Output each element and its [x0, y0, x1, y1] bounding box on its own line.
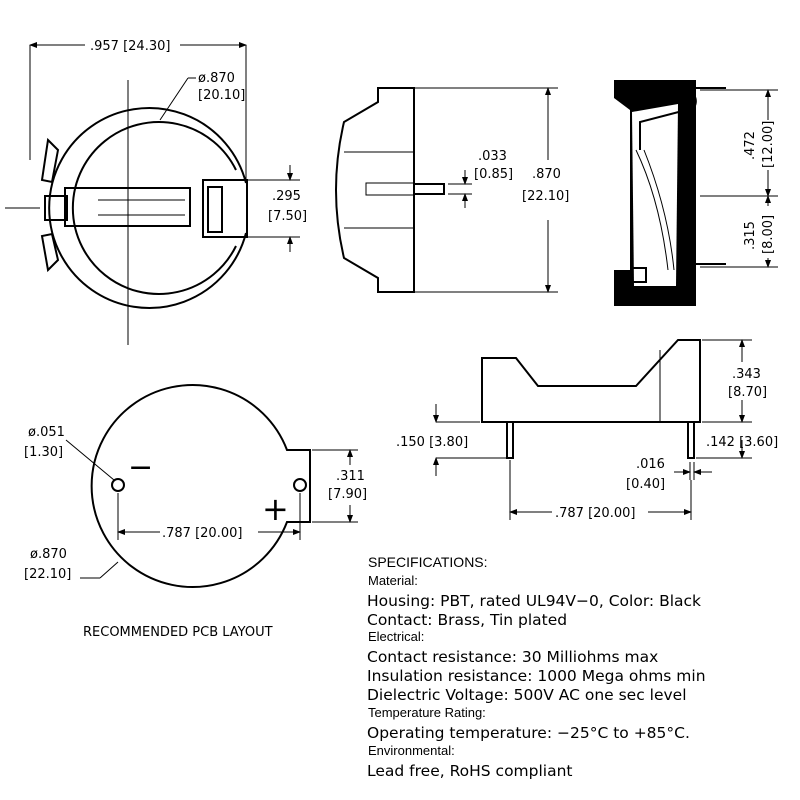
section-contact-top: [631, 86, 697, 150]
dim-hole-in: ø.051: [28, 425, 65, 440]
spec-dielectric-voltage: Dielectric Voltage: 500V AC one sec leve…: [367, 686, 687, 704]
dim-tab-in: .295: [272, 189, 301, 204]
dim-side-pitch: .787 [20.00]: [555, 506, 635, 521]
spec-insulation-resistance: Insulation resistance: 1000 Mega ohms mi…: [367, 667, 706, 685]
section-view: .472 [12.00] .315 [8.00]: [614, 80, 778, 306]
dim-hole-mm: [1.30]: [24, 445, 63, 460]
top-view: .957 [24.30] ø.870 [20.10] .295 [7.50]: [5, 39, 307, 345]
spec-contact: Contact: Brass, Tin plated: [367, 611, 567, 629]
front-body-outline: [335, 87, 415, 293]
dim-pcb-dia-in: ø.870: [30, 547, 67, 562]
dim-width-overall: .957 [24.30]: [90, 39, 170, 54]
side-body-outline: [481, 339, 701, 423]
spec-contact-resistance: Contact resistance: 30 Milliohms max: [367, 648, 658, 666]
holder-inner-outline: [71, 121, 237, 295]
dim-contact-in: .033: [478, 149, 507, 164]
pcb-footprint-outline: [90, 384, 311, 588]
spec-operating-temperature: Operating temperature: −25°C to +85°C.: [367, 724, 690, 742]
side-pin-left: [506, 421, 514, 459]
dim-holder-dia-mm: [20.10]: [198, 88, 245, 103]
spec-title: SPECIFICATIONS:: [368, 554, 488, 570]
spec-electrical-heading: Electrical:: [368, 629, 424, 644]
dim-height-in: .870: [532, 167, 561, 182]
dim-tab-mm: [7.50]: [268, 209, 307, 224]
pcb-minus-symbol: −: [128, 450, 153, 485]
dim-pcb-pitch: .787 [20.00]: [162, 526, 242, 541]
retention-clip-top: [40, 137, 60, 184]
dim-lower-in: .315: [743, 221, 758, 250]
dim-pin-right: .142 [3.60]: [706, 435, 778, 450]
dim-pin-width-in: .016: [636, 457, 665, 472]
retention-clip-bottom: [40, 232, 60, 273]
pcb-hole-positive: [293, 478, 307, 492]
dim-upper-in: .472: [743, 131, 758, 160]
dim-side-height-mm: [8.70]: [728, 385, 767, 400]
pcb-layout-label: RECOMMENDED PCB LAYOUT: [83, 625, 273, 640]
side-pin-right: [687, 421, 695, 459]
pcb-layout-view: − + ø.051 [1.30] .311 [7.90] .787 [20.00…: [24, 384, 367, 640]
front-contact-stub: [365, 182, 415, 196]
dim-pin-width-mm: [0.40]: [626, 477, 665, 492]
dim-pcb-tab-in: .311: [336, 469, 365, 484]
pcb-hole-negative: [111, 478, 125, 492]
contact-lug: [44, 195, 68, 221]
section-spring: [635, 149, 669, 271]
dim-holder-dia-in: ø.870: [198, 71, 235, 86]
pcb-plus-symbol: +: [262, 490, 289, 528]
dim-side-height-in: .343: [732, 367, 761, 382]
dim-upper-mm: [12.00]: [761, 121, 776, 168]
section-lower-lug: [631, 267, 647, 283]
side-view: .343 [8.70] .150 [3.80] .142 [3.60] .016…: [396, 339, 778, 521]
dim-height-mm: [22.10]: [522, 189, 569, 204]
spec-temperature-heading: Temperature Rating:: [368, 705, 486, 720]
dim-lower-mm: [8.00]: [761, 215, 776, 254]
front-contact-pin: [413, 183, 445, 195]
front-view: .033 [0.85] .870 [22.10]: [335, 87, 569, 293]
dim-pin-left: .150 [3.80]: [396, 435, 468, 450]
dim-contact-mm: [0.85]: [474, 167, 513, 182]
dim-pcb-dia-mm: [22.10]: [24, 567, 71, 582]
spec-lead-free: Lead free, RoHS compliant: [367, 762, 573, 780]
specifications-block: SPECIFICATIONS: Material: Housing: PBT, …: [367, 554, 706, 780]
spec-environmental-heading: Environmental:: [368, 743, 455, 758]
spring-contact: [64, 187, 191, 227]
spec-material-heading: Material:: [368, 573, 418, 588]
holder-outer-outline: [48, 107, 247, 309]
spec-housing: Housing: PBT, rated UL94V−0, Color: Blac…: [367, 592, 701, 610]
holder-tab: [202, 179, 248, 238]
tab-slot: [207, 186, 223, 233]
dim-pcb-tab-mm: [7.90]: [328, 487, 367, 502]
